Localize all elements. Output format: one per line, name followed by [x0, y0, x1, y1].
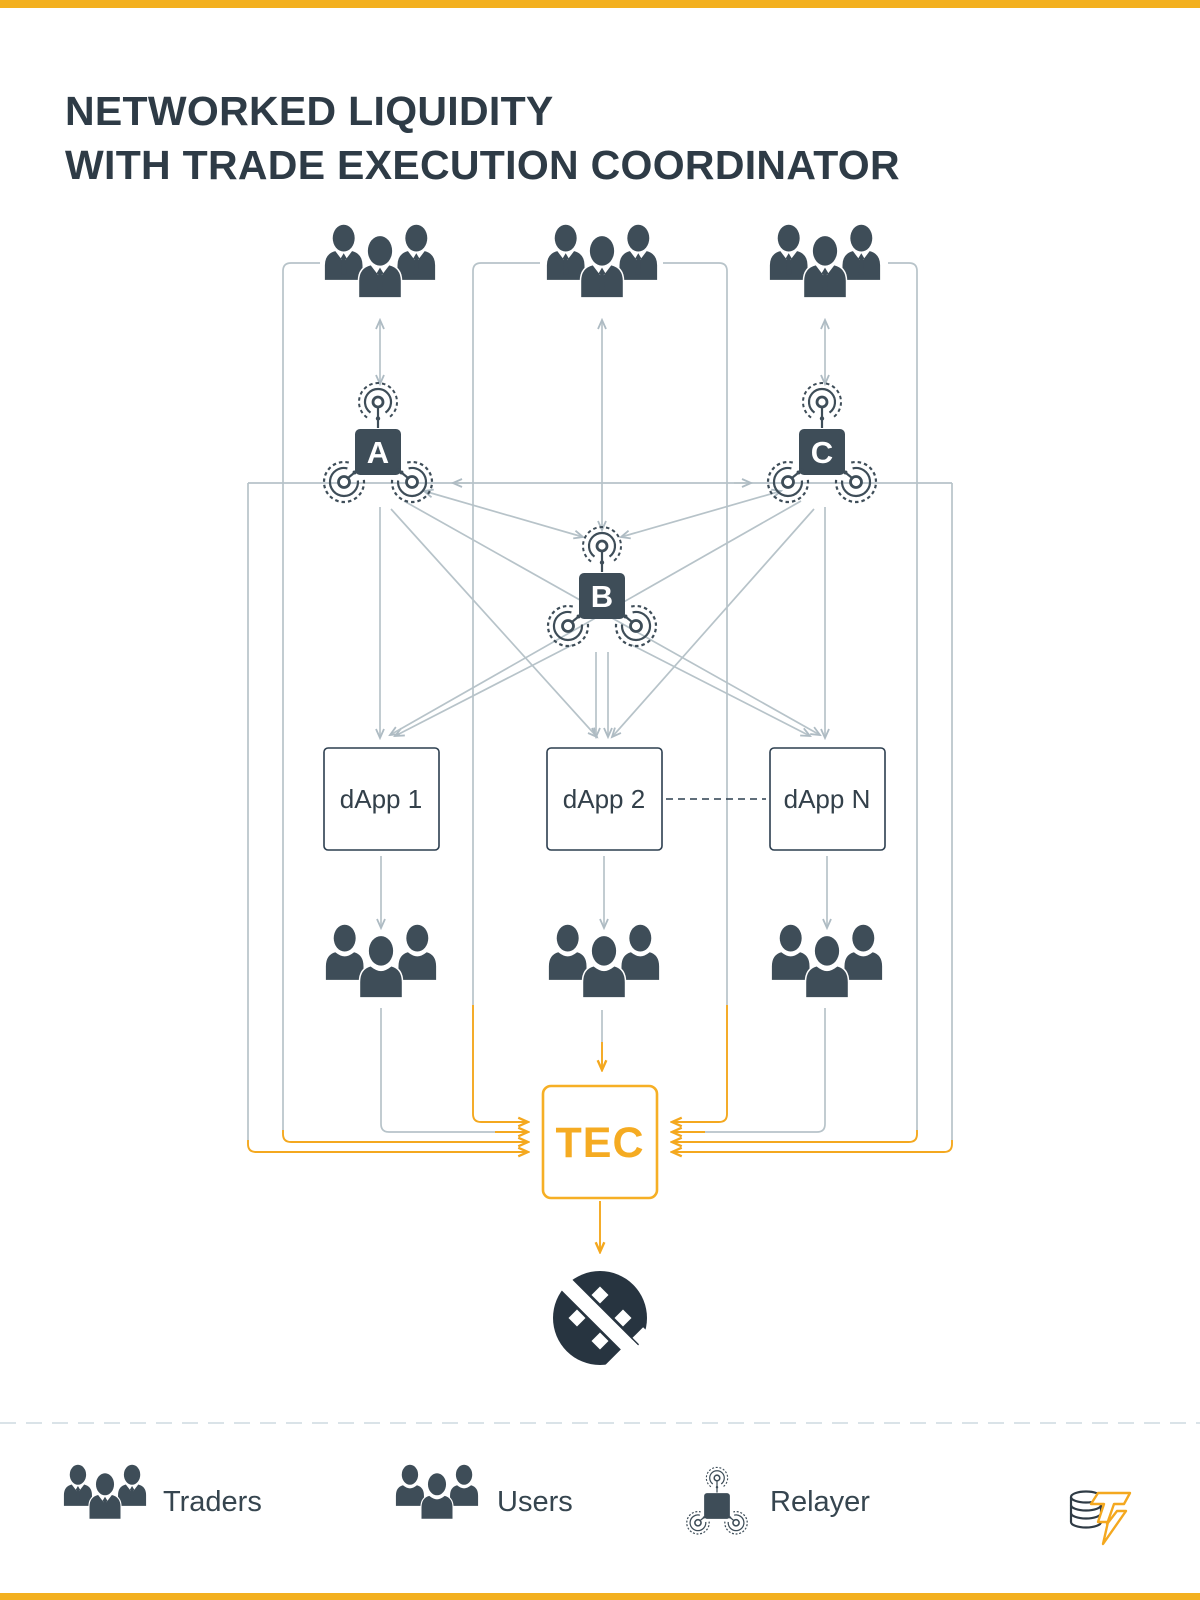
relayer-a-label: A [367, 435, 389, 470]
users-group-left [326, 925, 436, 997]
dapp-n-box: dApp N [769, 747, 886, 851]
title-line-2: WITH TRADE EXECUTION COORDINATOR [65, 142, 900, 189]
legend: Traders Users Relayer [64, 1465, 1132, 1546]
users-group-middle [549, 925, 659, 997]
legend-relayer-label: Relayer [770, 1486, 870, 1518]
legend-traders-label: Traders [163, 1486, 262, 1518]
relayer-c: C [766, 381, 878, 504]
legend-relayer-icon [685, 1466, 749, 1535]
relayer-b-label: B [591, 579, 613, 614]
tec-label: TEC [556, 1119, 645, 1167]
bottom-accent-bar [0, 1593, 1200, 1600]
title-line-1: NETWORKED LIQUIDITY [65, 88, 554, 134]
legend-users-label: Users [497, 1486, 573, 1518]
dapp-2-box: dApp 2 [546, 747, 663, 851]
relayer-b: B [546, 525, 658, 648]
page-title: NETWORKED LIQUIDITY WITH TRADE EXECUTION… [65, 84, 900, 192]
coin-stack-lightning-icon [1069, 1490, 1132, 1546]
dapp-1-label: dApp 1 [340, 784, 422, 814]
tec-box: TEC [541, 1084, 659, 1200]
traders-group-middle [547, 225, 657, 297]
dapp-2-label: dApp 2 [563, 784, 645, 814]
dapp-n-label: dApp N [784, 784, 871, 814]
traders-group-left [325, 225, 435, 297]
legend-traders-icon [64, 1465, 146, 1519]
relayer-a: A [322, 381, 434, 504]
dapp-1-box: dApp 1 [323, 747, 440, 851]
connection-lines-gold [247, 1005, 953, 1252]
connection-lines-gray [247, 262, 953, 1140]
users-group-right [772, 925, 882, 997]
legend-users-icon [396, 1465, 478, 1519]
zrx-logo-icon [553, 1271, 654, 1423]
relayer-c-label: C [811, 435, 833, 470]
traders-group-right [770, 225, 880, 297]
top-accent-bar [0, 0, 1200, 8]
